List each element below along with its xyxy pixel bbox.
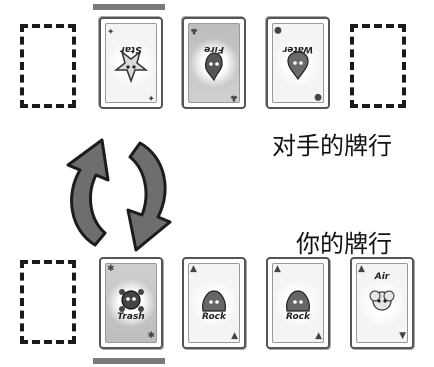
corner-icon: ▲: [190, 264, 197, 274]
card-name: Star: [120, 44, 142, 54]
player-row-label: 你的牌行: [296, 230, 392, 258]
corner-icon: ♣: [229, 92, 238, 102]
card-name: Air: [374, 272, 390, 282]
swap-arrows-icon: [66, 138, 172, 252]
card-name: Fire: [204, 44, 224, 54]
card-name: Rock: [202, 312, 226, 322]
opponent-row-marker: [93, 4, 165, 10]
corner-icon: ✦: [147, 92, 155, 102]
card-name: Rock: [286, 312, 310, 322]
corner-icon: ▲: [274, 264, 281, 274]
player-card-air[interactable]: Air ▲ ▼: [350, 257, 414, 349]
opponent-row-label: 对手的牌行: [272, 132, 392, 160]
trash-creature-icon: [119, 289, 144, 312]
rock-creature-icon: [286, 290, 310, 312]
player-card-rock-2[interactable]: Rock ▲ ▲: [266, 257, 330, 349]
corner-icon: ▲: [358, 264, 365, 274]
player-row-marker: [93, 358, 165, 364]
player-card-trash[interactable]: Trash ✱ ✱: [99, 257, 163, 349]
corner-icon: ▲: [315, 331, 322, 341]
corner-icon: ✦: [107, 25, 115, 35]
air-creature-icon: [369, 290, 395, 311]
player-empty-slot[interactable]: [20, 260, 76, 344]
opponent-empty-slot-right[interactable]: [350, 24, 406, 108]
corner-icon: ●: [314, 92, 322, 102]
corner-icon: ♣: [190, 25, 199, 35]
corner-icon: ▲: [231, 331, 238, 341]
card-name: Water: [282, 44, 314, 54]
star-creature-icon: [114, 50, 148, 83]
card-name: Trash: [117, 312, 145, 322]
fire-creature-icon: [204, 52, 223, 82]
opponent-card-water[interactable]: Water ● ●: [266, 17, 330, 109]
water-creature-icon: [287, 51, 309, 81]
opponent-empty-slot-left[interactable]: [20, 24, 76, 108]
player-card-rock-1[interactable]: Rock ▲ ▲: [182, 257, 246, 349]
corner-icon: ●: [274, 25, 282, 35]
opponent-card-fire[interactable]: Fire ♣ ♣: [182, 17, 246, 109]
rock-creature-icon: [202, 290, 226, 312]
corner-icon: ▼: [399, 331, 406, 341]
corner-icon: ✱: [107, 264, 115, 274]
corner-icon: ✱: [147, 331, 155, 341]
opponent-card-star[interactable]: Star ✦ ✦: [99, 17, 163, 109]
